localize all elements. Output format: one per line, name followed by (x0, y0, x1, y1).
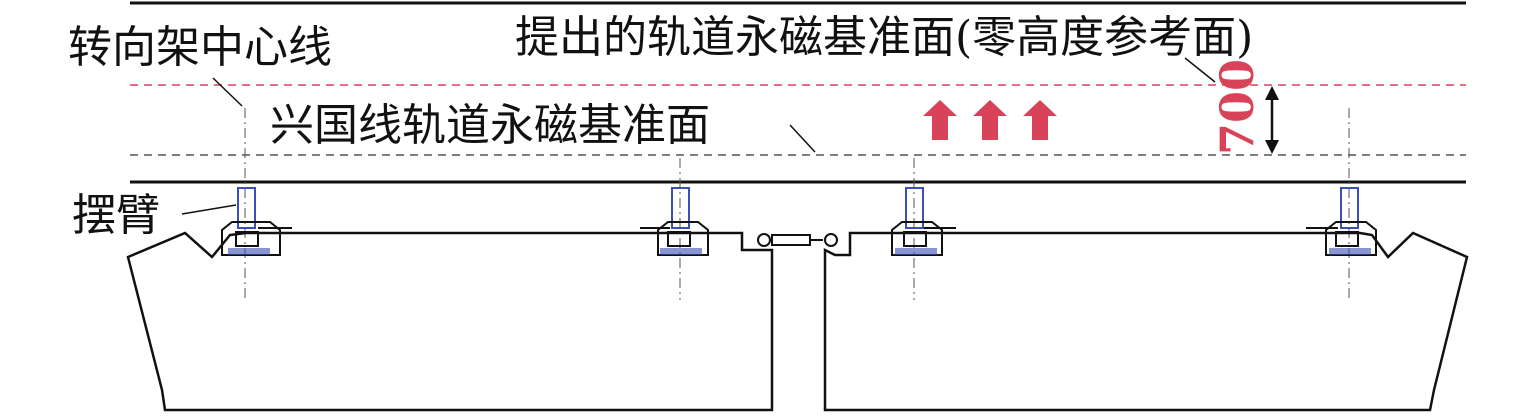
bogie-centerline-label: 转向架中心线 (68, 22, 332, 73)
swing-arm-housing-4 (1325, 221, 1377, 256)
bogie-centerlines (244, 108, 1350, 300)
leader-bogie-centerline (212, 77, 243, 107)
swing-arm-block-3 (903, 231, 927, 247)
swing-arm-base-4 (1329, 248, 1371, 255)
dimension-700: 700 (1210, 59, 1264, 155)
car-body-right (823, 231, 1469, 412)
swing-arm-assembly-1 (221, 187, 292, 256)
leader-swing-arm (181, 204, 237, 215)
leader-xingguo-plane (789, 124, 816, 153)
double-arrow-icon (1265, 86, 1279, 154)
arrow-up-icon (973, 100, 1007, 140)
arrow-up-icon (1023, 100, 1057, 140)
lift-arrows (923, 100, 1057, 140)
swing-arm-blue-1 (237, 187, 256, 229)
swing-arm-blue-3 (905, 187, 924, 229)
swing-arm-block-1 (235, 231, 259, 247)
car-body-left (126, 231, 774, 412)
swing-arm-assembly-2 (640, 187, 709, 256)
coupler (757, 233, 838, 247)
swing-arm-housing-2 (657, 221, 709, 256)
swing-arm-housing-1 (221, 221, 281, 256)
swing-arm-block-2 (667, 231, 691, 247)
leader-proposed-plane (1184, 57, 1216, 83)
swing-arm-blue-2 (671, 187, 690, 229)
swing-arm-housing-3 (891, 221, 943, 256)
proposed-plane-label: 提出的轨道永磁基准面(零高度参考面) (515, 12, 1253, 63)
swing-arm-assembly-3 (891, 187, 956, 256)
swing-arm-base-2 (660, 248, 702, 255)
swing-arm-blue-4 (1340, 187, 1359, 229)
swing-arm-base-3 (895, 248, 937, 255)
swing-arm-block-4 (1335, 231, 1359, 247)
coupler-joint-left (757, 233, 771, 247)
swing-arm-label: 摆臂 (72, 190, 160, 241)
swing-arm-base-1 (228, 248, 270, 255)
coupler-joint-right (824, 233, 838, 247)
coupler-body (771, 234, 811, 246)
xingguo-plane-label: 兴国线轨道永磁基准面 (270, 100, 710, 151)
arrow-up-icon (923, 100, 957, 140)
swing-arm-assembly-4 (1306, 187, 1377, 256)
